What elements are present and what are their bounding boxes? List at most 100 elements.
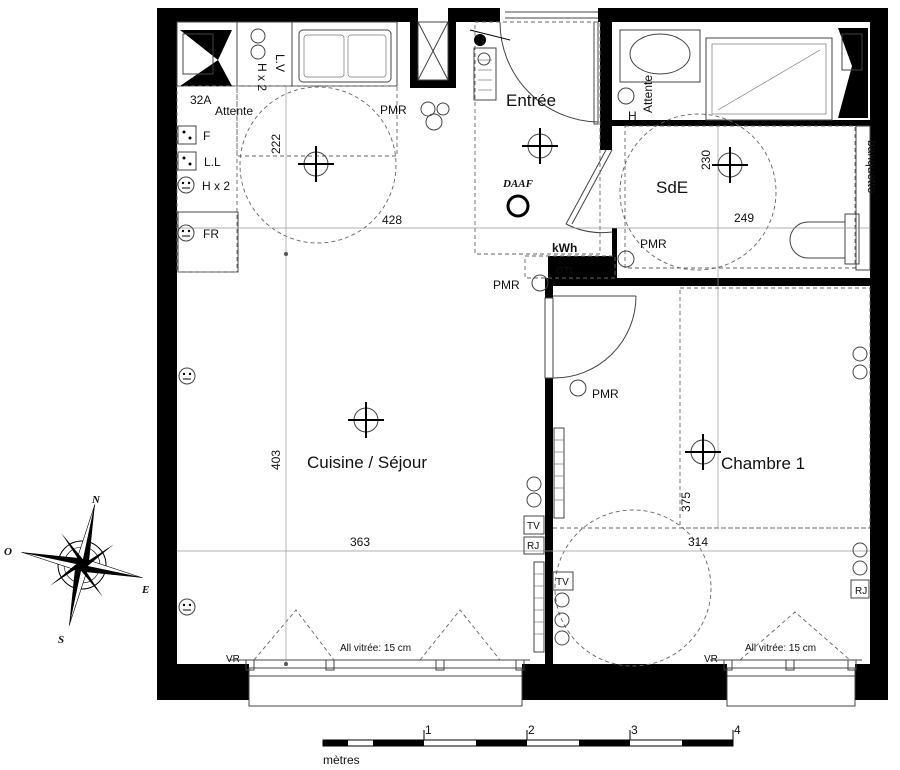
wall-bottom-left	[157, 664, 249, 700]
room-label-sde: SdE	[656, 178, 688, 197]
room-labels: Cuisine / Séjour Entrée SdE Chambre 1	[307, 91, 805, 473]
label-pmr-passage: PMR	[493, 278, 520, 292]
window-chambre	[726, 667, 856, 707]
fixtures	[176, 21, 871, 667]
label-gtl: GTL	[556, 266, 576, 277]
outlet-icon	[250, 28, 266, 60]
tv-socket-chambre	[552, 571, 870, 599]
label-lave-vaisselle: L.V	[273, 54, 287, 72]
light-sejour-top	[298, 146, 334, 182]
outlet-icon	[852, 346, 868, 380]
wall-top-mid	[452, 8, 500, 22]
sde-duct	[838, 28, 868, 118]
outlet-icon	[177, 224, 195, 242]
doors	[499, 11, 637, 379]
label-daaf: DAAF	[502, 178, 534, 190]
scale-tick-4: 4	[734, 723, 741, 737]
outlet-icon	[531, 250, 635, 292]
outlet-icon	[852, 542, 868, 576]
electric-panel	[473, 47, 497, 101]
daaf-detector	[506, 194, 530, 218]
label-pmr-kitchen: PMR	[380, 103, 407, 117]
label-four: F	[203, 129, 210, 143]
chambre-door-swing	[552, 295, 637, 379]
label-vr-left: VR	[226, 654, 240, 665]
label-lave-linge: L.L	[204, 155, 221, 169]
entry-door-leaf	[593, 21, 599, 125]
outlet-icon	[526, 476, 542, 508]
windows	[228, 609, 862, 707]
outlet-icon	[178, 367, 196, 385]
light-entree	[522, 128, 558, 164]
wc-bowl	[789, 221, 846, 259]
compass-rose: N E S O	[4, 494, 149, 646]
wall-chambre-top	[545, 278, 870, 286]
window-sejour	[248, 667, 523, 707]
hood-duct	[180, 30, 232, 86]
label-amp: 32A	[190, 93, 211, 107]
light-sejour	[348, 402, 384, 438]
sejour-turning-circle	[239, 86, 397, 244]
room-label-entree: Entrée	[506, 91, 556, 110]
wall-chambre-left-b	[545, 378, 553, 664]
radiator-sejour	[533, 561, 545, 653]
compass-o: O	[4, 546, 12, 558]
wall-entree-sde	[600, 8, 612, 150]
dim-sde-depth: 230	[699, 150, 713, 170]
washbasin	[619, 29, 701, 83]
kitchen-sink	[298, 29, 392, 83]
label-pmr-entree: PMR	[640, 237, 667, 251]
label-lv-height: H x 2	[255, 63, 269, 91]
outlet-icon	[617, 87, 635, 105]
wall-chambre-left-a	[545, 280, 553, 298]
outlets	[177, 28, 870, 646]
compass-s: S	[58, 634, 64, 646]
outlet-icon	[177, 176, 195, 194]
label-h-sde: H	[628, 109, 637, 123]
label-frigo: FR	[203, 227, 219, 241]
label-vitree-left: All vitrée: 15 cm	[340, 643, 411, 654]
outlet-icon	[178, 598, 196, 616]
wall-top-right	[598, 8, 888, 22]
dim-sejour-upper: 222	[269, 134, 283, 154]
label-pmr-chambre: PMR	[592, 387, 619, 401]
wall-sde-top	[608, 120, 870, 126]
switch-icon	[469, 29, 511, 46]
scale-unit: mètres	[323, 753, 360, 767]
label-banquette: banquette	[865, 140, 879, 194]
walls	[157, 8, 888, 700]
banquette-shelf	[855, 125, 871, 271]
duct-wall-c	[410, 80, 456, 88]
wall-top-left	[157, 8, 417, 22]
compass-n: N	[91, 494, 101, 506]
sde-door-leaf	[571, 149, 613, 225]
wall-right	[870, 8, 888, 700]
label-attente: Attente	[215, 104, 253, 118]
entree-closet-zone	[474, 21, 601, 255]
label-rj1: RJ	[527, 541, 539, 552]
outlet-icon	[420, 101, 450, 131]
scale-tick-3: 3	[631, 723, 638, 737]
scale-tick-1: 1	[425, 723, 432, 737]
gtl-block	[548, 256, 612, 278]
sde-turning-circle	[619, 113, 777, 271]
wall-bottom-right	[855, 664, 888, 700]
outlet-icon	[569, 379, 587, 397]
label-vr-right: VR	[704, 654, 718, 665]
dimension-labels: 428 222 403 363 230 249 375 314	[269, 134, 754, 549]
entry-door-swing	[499, 21, 599, 123]
label-vitree-right: All vitrée: 15 cm	[745, 643, 816, 654]
label-rj2: RJ	[855, 586, 867, 597]
outlet-icon	[554, 592, 570, 646]
wall-bottom-mid	[522, 664, 727, 700]
chambre-turning-circle	[554, 509, 712, 667]
label-kwh: kWh	[552, 241, 577, 255]
bed-footprint	[679, 287, 871, 529]
shower-tray	[705, 37, 833, 121]
room-label-sejour: Cuisine / Séjour	[307, 453, 427, 472]
light-chambre	[685, 434, 721, 470]
label-tv2: TV	[556, 577, 569, 588]
label-h-x2: H x 2	[202, 179, 230, 193]
dim-chambre-width: 314	[688, 535, 708, 549]
